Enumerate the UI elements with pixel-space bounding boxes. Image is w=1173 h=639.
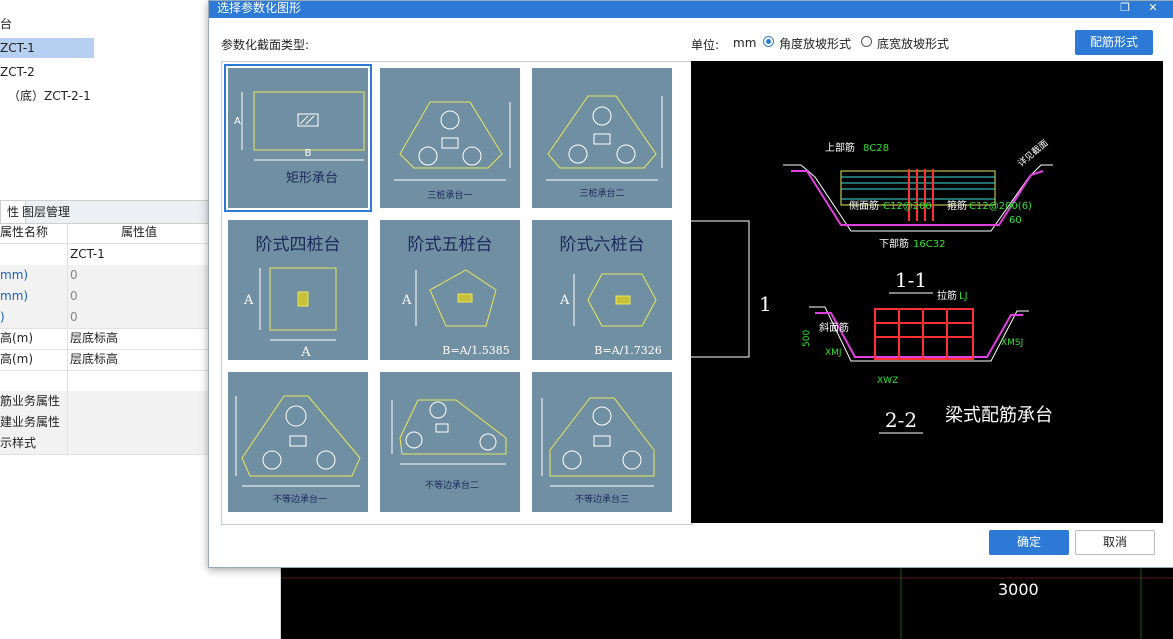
select-param-dialog: 选择参数化图形 ❐ ✕ 参数化截面类型: 单位: mm 角度放坡形式 底宽放坡形… <box>208 0 1173 568</box>
drawing-canvas[interactable] <box>281 566 1173 639</box>
dialog-title: 选择参数化图形 <box>217 1 302 15</box>
shape-three-pile-1[interactable]: 三桩承台一 <box>380 68 520 208</box>
shape-unequal-2[interactable]: 不等边承台二 <box>380 372 520 512</box>
unit-value: mm <box>733 36 757 50</box>
svg-text:三桩承台一: 三桩承台一 <box>427 189 472 201</box>
property-row[interactable]: )0 <box>0 307 208 329</box>
svg-text:60: 60 <box>1009 215 1022 226</box>
radio-angle[interactable] <box>763 36 774 47</box>
tree-item-zct2[interactable]: ZCT-2 <box>0 65 35 79</box>
svg-text:XWZ: XWZ <box>877 376 898 386</box>
dialog-titlebar[interactable]: 选择参数化图形 ❐ ✕ <box>209 1 1173 18</box>
svg-text:上部筋: 上部筋 <box>825 141 855 154</box>
svg-text:C12@200(6): C12@200(6) <box>969 201 1032 212</box>
svg-text:B=A/1.7326: B=A/1.7326 <box>594 344 661 357</box>
property-row[interactable]: 建业务属性 <box>0 412 208 434</box>
svg-text:A: A <box>300 345 311 360</box>
radio-angle-label[interactable]: 角度放坡形式 <box>779 37 852 51</box>
svg-text:不等边承台一: 不等边承台一 <box>273 493 327 505</box>
property-row[interactable]: mm)0 <box>0 286 208 308</box>
tree-item-root[interactable]: 台 <box>0 17 13 31</box>
svg-text:阶式五桩台: 阶式五桩台 <box>408 235 493 255</box>
svg-text:A: A <box>401 293 412 308</box>
property-header: 属性名称 属性值 <box>0 222 208 244</box>
svg-text:斜面筋: 斜面筋 <box>819 321 849 334</box>
section-1-label: 1-1 <box>895 268 927 292</box>
unit-label: 单位: <box>691 38 720 52</box>
svg-text:A: A <box>559 293 570 308</box>
rebar-form-button[interactable]: 配筋形式 <box>1075 30 1153 55</box>
shape-three-pile-2[interactable]: 三桩承台二 <box>532 68 672 208</box>
preview-panel: 1 上部筋 8C28 侧面筋 C12@200 箍筋 C12@200(6) 下部筋… <box>691 61 1163 523</box>
property-row[interactable]: ZCT-1 <box>0 244 208 266</box>
svg-text:阶式四桩台: 阶式四桩台 <box>256 235 341 255</box>
ok-button[interactable]: 确定 <box>989 530 1069 555</box>
svg-text:拉筋: 拉筋 <box>937 289 957 302</box>
mark-label: 1 <box>759 292 772 316</box>
shape-step-five-pile[interactable]: 阶式五桩台 A B=A/1.5385 <box>380 220 520 360</box>
svg-text:下部筋: 下部筋 <box>879 237 909 250</box>
svg-text:详见截面: 详见截面 <box>1015 137 1050 169</box>
property-row[interactable]: 高(m)层底标高 <box>0 349 208 371</box>
tab-properties[interactable]: 性 <box>0 201 27 223</box>
preview-caption: 梁式配筋承台 <box>945 405 1053 426</box>
shape-step-four-pile[interactable]: 阶式四桩台 A A <box>228 220 368 360</box>
svg-text:矩形承台: 矩形承台 <box>286 171 338 186</box>
property-row[interactable] <box>0 370 208 392</box>
shape-step-six-pile[interactable]: 阶式六桩台 A B=A/1.7326 <box>532 220 672 360</box>
svg-text:A: A <box>234 116 241 127</box>
shape-rect-cap[interactable]: A B 矩形承台 <box>224 64 372 212</box>
svg-text:三桩承台二: 三桩承台二 <box>579 187 624 199</box>
svg-text:箍筋: 箍筋 <box>947 199 967 212</box>
shape-unequal-1[interactable]: 不等边承台一 <box>228 372 368 512</box>
radio-width[interactable] <box>861 36 872 47</box>
svg-text:LJ: LJ <box>959 291 968 302</box>
svg-text:B: B <box>305 148 312 159</box>
tree-item-zct1[interactable]: ZCT-1 <box>0 38 94 58</box>
restore-icon[interactable]: ❐ <box>1120 1 1130 14</box>
property-row[interactable]: 高(m)层底标高 <box>0 328 208 350</box>
svg-text:阶式六桩台: 阶式六桩台 <box>560 235 645 255</box>
svg-text:8C28: 8C28 <box>863 143 889 154</box>
svg-text:16C32: 16C32 <box>913 239 945 250</box>
cancel-button[interactable]: 取消 <box>1075 530 1155 555</box>
section-2-label: 2-2 <box>885 408 917 432</box>
svg-text:不等边承台二: 不等边承台二 <box>425 479 479 491</box>
radio-width-label[interactable]: 底宽放坡形式 <box>877 37 950 51</box>
svg-text:XMSJ: XMSJ <box>1001 338 1023 348</box>
shape-gallery: A B 矩形承台 三桩承台一 <box>221 61 693 525</box>
svg-text:XMJ: XMJ <box>825 348 842 358</box>
section-type-label: 参数化截面类型: <box>221 38 310 52</box>
tab-layer-manage[interactable]: 图层管理 <box>22 205 71 219</box>
svg-text:A: A <box>243 293 254 308</box>
shape-unequal-3[interactable]: 不等边承台三 <box>532 372 672 512</box>
svg-text:侧面筋: 侧面筋 <box>849 199 879 212</box>
property-row[interactable]: 示样式 <box>0 433 208 455</box>
svg-text:B=A/1.5385: B=A/1.5385 <box>442 344 509 357</box>
svg-text:C12@200: C12@200 <box>883 201 932 212</box>
dimension-label: 3000 <box>998 580 1039 599</box>
header-name: 属性名称 <box>0 222 68 243</box>
property-row[interactable]: mm)0 <box>0 265 208 287</box>
close-icon[interactable]: ✕ <box>1148 1 1158 14</box>
svg-text:不等边承台三: 不等边承台三 <box>575 493 629 505</box>
header-value: 属性值 <box>120 225 157 239</box>
tree-item-zct2-1[interactable]: （底）ZCT-2-1 <box>8 89 91 103</box>
svg-text:500: 500 <box>802 330 812 347</box>
property-row[interactable]: 筋业务属性 <box>0 391 208 413</box>
